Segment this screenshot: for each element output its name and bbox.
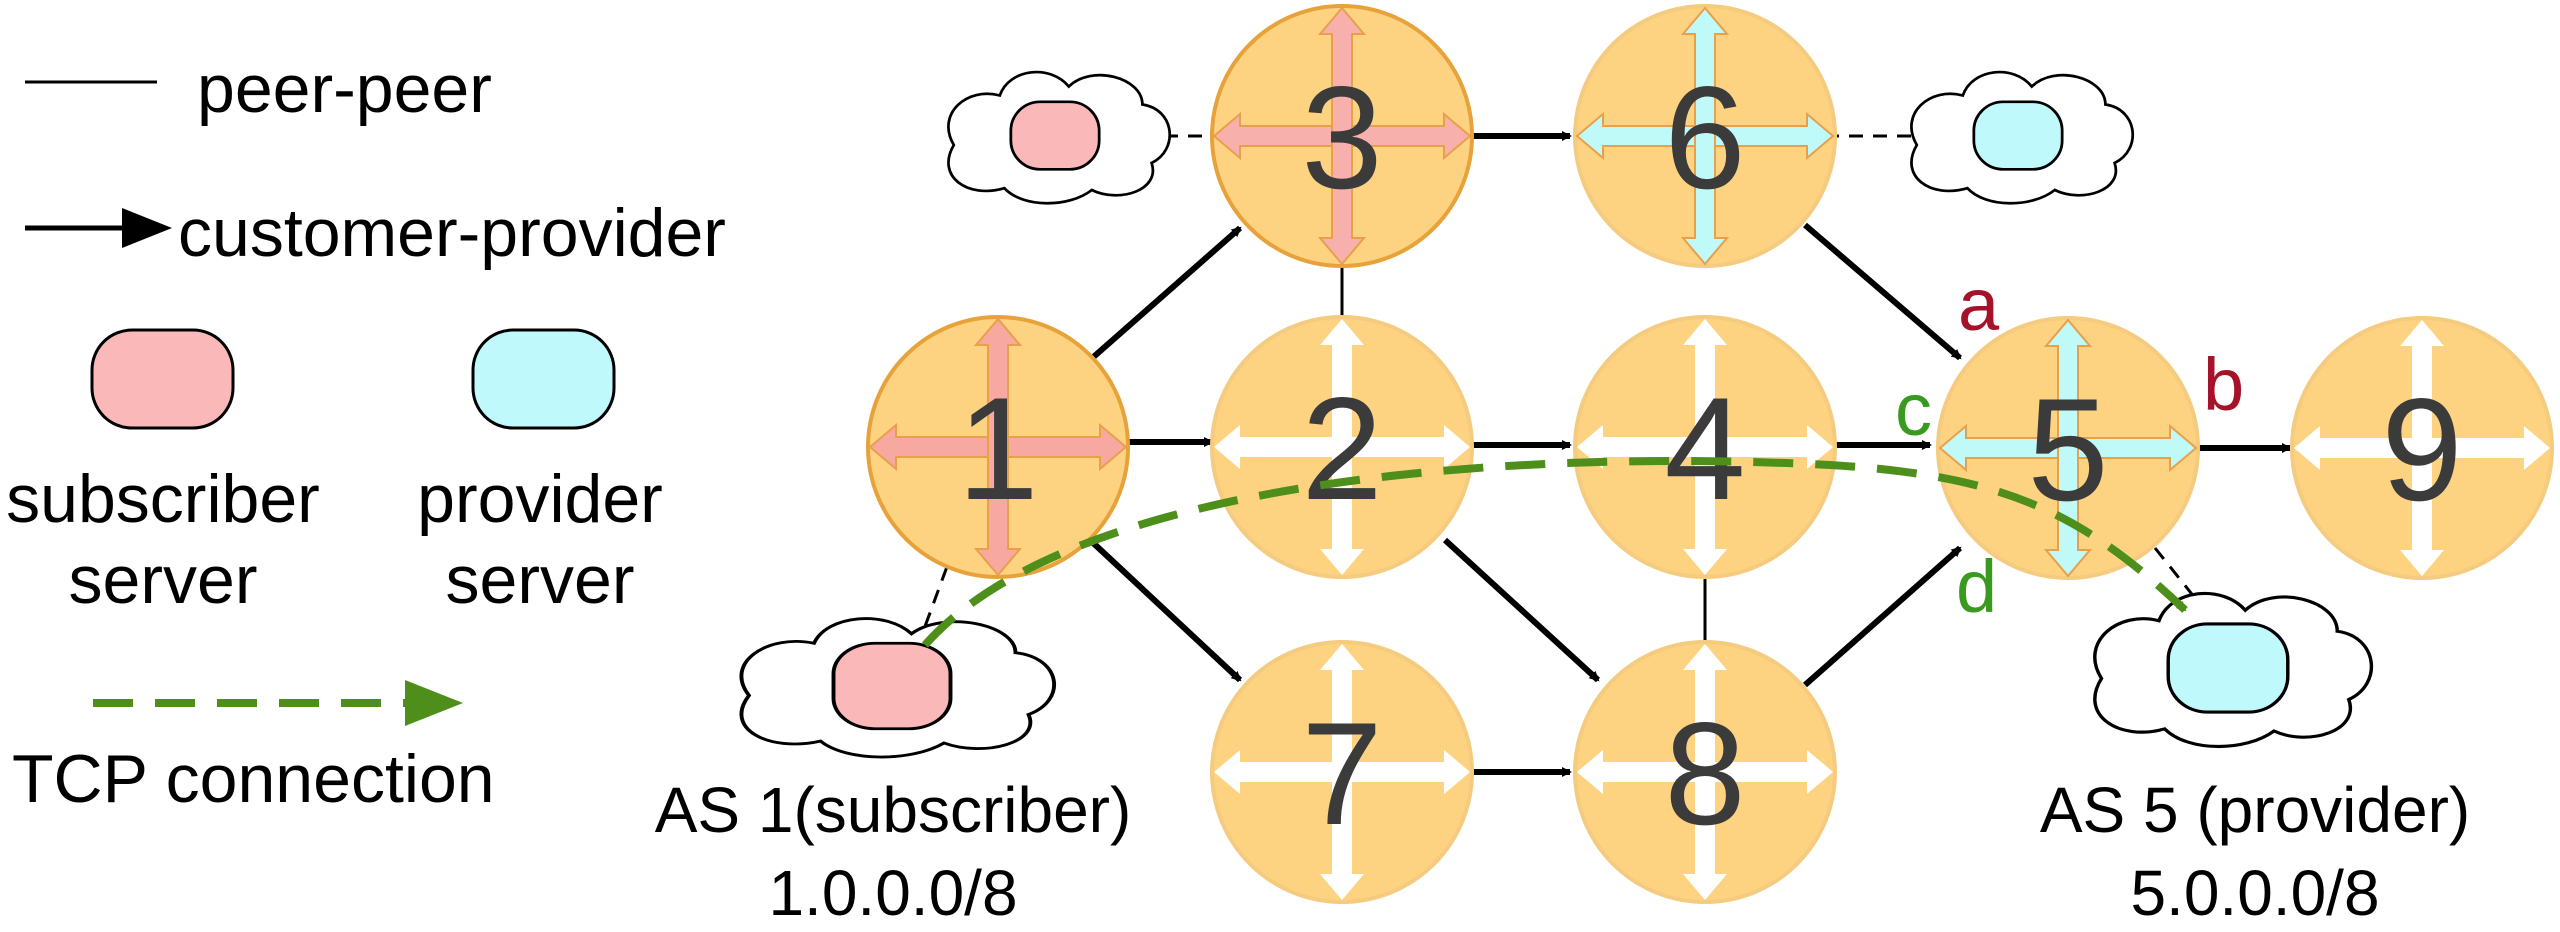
node-label: 4: [1664, 367, 1745, 530]
as-node-6: 6: [1573, 4, 1837, 268]
routing-arrows-icon: [1212, 6, 1472, 266]
provider-server-icon: [1972, 100, 2064, 171]
subscriber-server-icon: [831, 641, 953, 731]
attach-prov-5: [2153, 547, 2197, 599]
as-node-4: 4: [1573, 315, 1837, 579]
routing-arrows-icon: [2294, 320, 2550, 576]
legend-subscriber-server-icon: [90, 328, 235, 430]
legend-subscriber-label-1: subscriber: [6, 461, 320, 537]
legend-customer-label: customer-provider: [178, 195, 726, 271]
peer-links: [1340, 265, 1707, 648]
as-node-5: 5: [1936, 316, 2200, 580]
routing-arrows-icon: [1577, 644, 1833, 900]
as1-prefix: 1.0.0.0/8: [768, 857, 1017, 929]
node-label: 3: [1301, 56, 1382, 219]
link-1-7: [1087, 537, 1243, 683]
routing-arrows-icon: [1577, 319, 1833, 575]
as-node-1: 1: [866, 315, 1130, 579]
as5-name: AS 5 (provider): [2040, 774, 2470, 846]
link-label-b: b: [2203, 343, 2244, 426]
as-node-2: 2: [1210, 315, 1474, 579]
routing-arrows-icon: [868, 317, 1128, 577]
as-node-7: 7: [1210, 640, 1474, 904]
link-label-a: a: [1958, 263, 2000, 346]
tcp-connection-path: [922, 456, 2188, 648]
legend-tcp-arrow: [93, 680, 463, 726]
server-attachments: [918, 134, 2197, 641]
provider-server-as6: [1910, 70, 2135, 205]
as-nodes: 1 2 3 4 5 6 7 8 9: [866, 4, 2554, 904]
attach-sub-1: [918, 544, 957, 641]
node-label: 7: [1301, 692, 1382, 855]
as1-name: AS 1(subscriber): [655, 774, 1132, 846]
as-node-8: 8: [1573, 640, 1837, 904]
node-label: 5: [2027, 368, 2108, 531]
legend-peer-label: peer-peer: [197, 51, 492, 127]
subscriber-server-icon: [1009, 100, 1101, 171]
node-label: 2: [1301, 367, 1382, 530]
node-label: 1: [957, 367, 1038, 530]
subscriber-server-as3: [947, 70, 1172, 205]
link-6-5: [1803, 222, 1962, 361]
as-node-9: 9: [2290, 316, 2554, 580]
legend-subscriber-label-2: server: [69, 542, 258, 618]
legend: peer-peer customer-provider subscriber s…: [6, 51, 726, 817]
routing-arrows-icon: [1575, 6, 1835, 266]
link-label-c: c: [1895, 368, 1932, 451]
link-1-3: [1088, 225, 1242, 363]
provider-links: [1087, 131, 2292, 777]
as-node-3: 3: [1210, 4, 1474, 268]
link-2-8: [1442, 537, 1601, 683]
legend-provider-label-2: server: [446, 542, 635, 618]
node-label: 9: [2381, 368, 2462, 531]
node-label: 8: [1664, 692, 1745, 855]
routing-arrows-icon: [1214, 644, 1470, 900]
routing-arrows-icon: [1938, 318, 2198, 578]
link-8-5: [1803, 545, 1962, 688]
legend-provider-server-icon: [471, 328, 616, 430]
legend-customer-arrow: [25, 208, 172, 248]
link-label-d: d: [1956, 545, 1997, 628]
provider-server-icon: [2166, 622, 2290, 714]
legend-tcp-label: TCP connection: [12, 741, 495, 817]
provider-server-as5: [2093, 591, 2374, 749]
node-label: 6: [1664, 56, 1745, 219]
legend-provider-label-1: provider: [417, 461, 663, 537]
routing-arrows-icon: [1214, 319, 1470, 575]
as5-prefix: 5.0.0.0/8: [2130, 857, 2379, 929]
subscriber-server-as1: [739, 616, 1057, 759]
